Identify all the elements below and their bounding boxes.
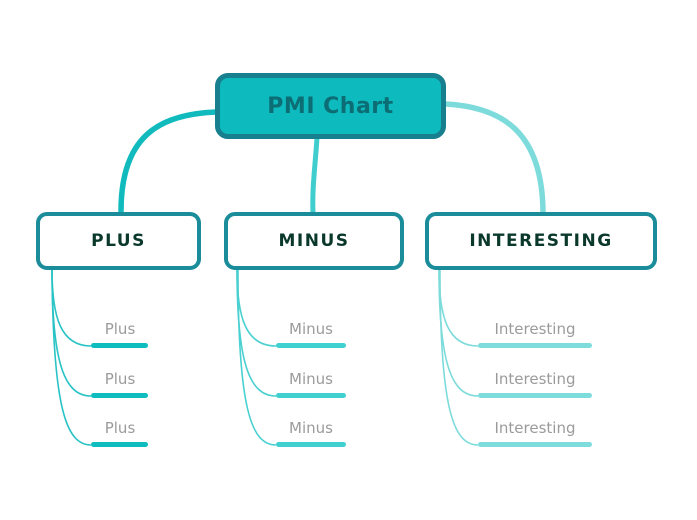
leaf-plus-3-label[interactable]: Plus [104,419,136,437]
leaf-plus-3-underline[interactable] [91,442,148,447]
leaf-interesting-1-underline[interactable] [478,343,592,348]
leaf-minus-2-label[interactable]: Minus [289,370,333,388]
connector-root-minus [310,135,320,216]
leaf-interesting-2-label[interactable]: Interesting [494,370,576,388]
branch-node-plus[interactable]: PLUS [36,212,201,270]
leaf-interesting-3-label[interactable]: Interesting [494,419,576,437]
branch-node-minus[interactable]: MINUS [224,212,404,270]
leaf-plus-2-label[interactable]: Plus [104,370,136,388]
branch-node-interesting[interactable]: INTERESTING [425,212,657,270]
leaf-plus-1-underline[interactable] [91,343,148,348]
branch-node-interesting-label: INTERESTING [469,231,613,251]
branch-node-plus-label: PLUS [91,231,146,251]
root-node-pmi-chart[interactable]: PMI Chart [215,73,446,139]
connector-root-plus [118,109,219,214]
leaf-minus-3-underline[interactable] [276,442,346,447]
leaf-interesting-1-label[interactable]: Interesting [494,320,576,338]
leaf-minus-1-underline[interactable] [276,343,346,348]
leaf-plus-2-underline[interactable] [91,393,148,398]
leaf-interesting-2-underline[interactable] [478,393,592,398]
leaf-minus-3-label[interactable]: Minus [289,419,333,437]
leaf-minus-1-label[interactable]: Minus [289,320,333,338]
root-node-label: PMI Chart [267,93,394,119]
leaf-interesting-3-underline[interactable] [478,442,592,447]
leaf-plus-1-label[interactable]: Plus [104,320,136,338]
connector-root-interesting [443,101,546,217]
branch-node-minus-label: MINUS [278,231,350,251]
leaf-minus-2-underline[interactable] [276,393,346,398]
